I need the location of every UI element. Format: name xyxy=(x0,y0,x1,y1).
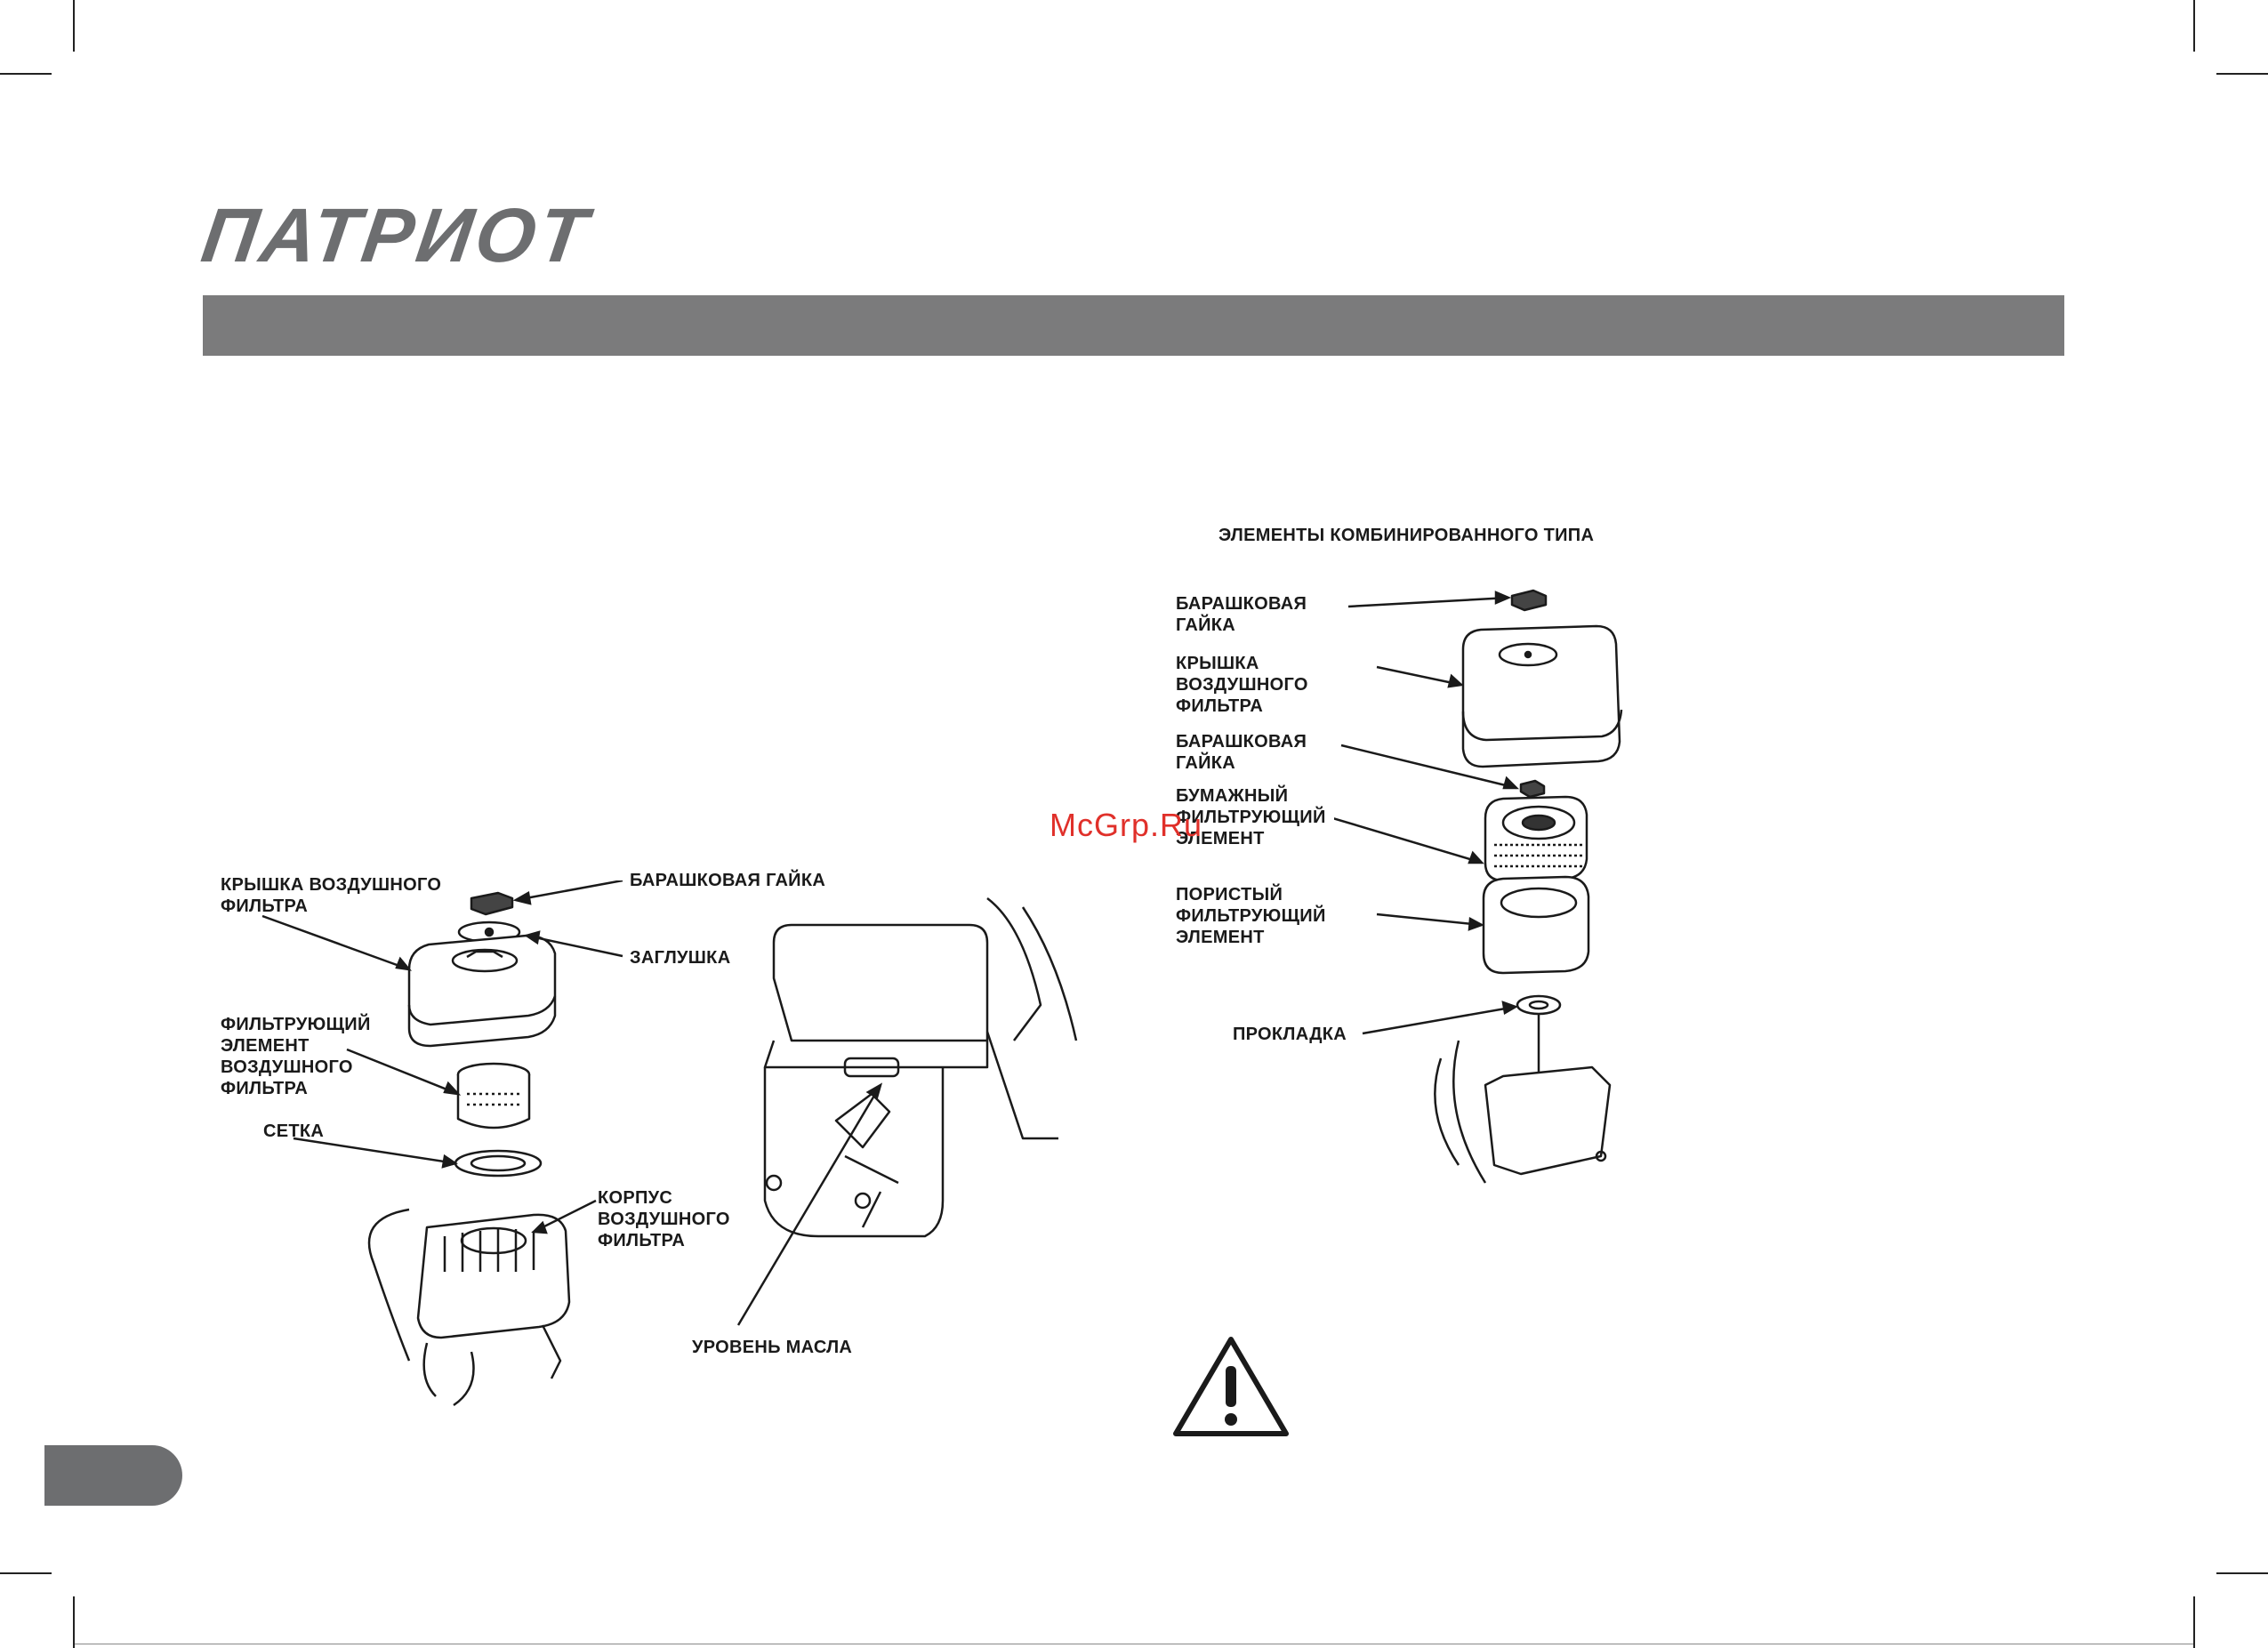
brand-logo: ПАТРИОТ xyxy=(197,193,596,278)
section-header-bar xyxy=(203,295,2064,356)
label-gasket: ПРОКЛАДКА xyxy=(1233,1025,1347,1044)
label-oil-level: УРОВЕНЬ МАСЛА xyxy=(692,1338,853,1357)
label-plug: ЗАГЛУШКА xyxy=(630,948,731,968)
air-filter-exploded-diagram xyxy=(261,880,1078,1407)
label-housing: КОРПУС ВОЗДУШНОГО ФИЛЬТРА xyxy=(598,1188,730,1250)
combined-filter-exploded-diagram xyxy=(1334,589,1623,1184)
warning-triangle-icon xyxy=(1173,1337,1289,1436)
label-paper-element: БУМАЖНЫЙ ФИЛЬТРУЮЩИЙ ЭЛЕМЕНТ xyxy=(1176,786,1326,848)
crop-mark xyxy=(2193,0,2195,52)
crop-mark xyxy=(2216,1572,2268,1574)
watermark: McGrp.Ru xyxy=(1050,807,1203,843)
crop-mark xyxy=(0,73,52,75)
label-wing-nut: БАРАШКОВАЯ ГАЙКА xyxy=(630,871,826,890)
label-cover: КРЫШКА ВОЗДУШНОГО ФИЛЬТРА xyxy=(221,875,442,916)
label-cover-right: КРЫШКА ВОЗДУШНОГО ФИЛЬТРА xyxy=(1176,654,1308,716)
label-mesh: СЕТКА xyxy=(263,1121,325,1141)
crop-mark xyxy=(0,1572,52,1574)
crop-mark xyxy=(73,1596,75,1648)
figure-right-title: ЭЛЕМЕНТЫ КОМБИНИРОВАННОГО ТИПА xyxy=(1218,526,1595,545)
label-wing-nut-mid: БАРАШКОВАЯ ГАЙКА xyxy=(1176,732,1307,773)
label-wing-nut-top: БАРАШКОВАЯ ГАЙКА xyxy=(1176,594,1307,635)
crop-mark xyxy=(73,0,75,52)
crop-mark xyxy=(2216,73,2268,75)
label-foam-element: ПОРИСТЫЙ ФИЛЬТРУЮЩИЙ ЭЛЕМЕНТ xyxy=(1176,885,1326,947)
label-filter-element: ФИЛЬТРУЮЩИЙ ЭЛЕМЕНТ ВОЗДУШНОГО ФИЛЬТРА xyxy=(221,1015,371,1098)
page-number-tab xyxy=(44,1445,182,1506)
crop-mark xyxy=(2193,1596,2195,1648)
